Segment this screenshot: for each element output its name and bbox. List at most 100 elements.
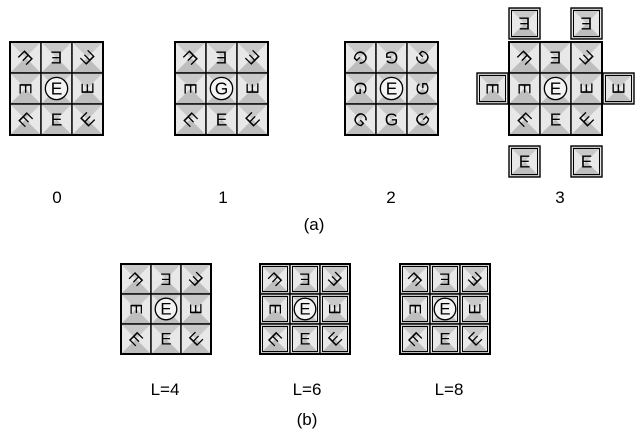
tile-sw: E	[174, 103, 207, 136]
svg-text:G: G	[385, 109, 399, 129]
tile-nw: E	[120, 263, 152, 295]
svg-text:G: G	[351, 82, 371, 96]
tile-ne: E	[570, 41, 603, 74]
svg-text:E: E	[160, 269, 171, 288]
tile-nw: E	[259, 263, 291, 295]
label-L6: L=6	[292, 380, 322, 399]
tile-e: E	[570, 72, 603, 105]
svg-text:E: E	[187, 303, 206, 314]
svg-text:E: E	[386, 78, 398, 98]
svg-text:E: E	[439, 300, 450, 319]
label-2: 2	[386, 188, 396, 207]
svg-text:E: E	[160, 300, 171, 319]
tile-s: E	[205, 103, 238, 136]
tile-w: E	[399, 293, 431, 325]
tile-s: G	[375, 103, 408, 136]
svg-text:G: G	[215, 78, 229, 98]
label-L8: L=8	[434, 380, 464, 399]
tile-sw: E	[399, 323, 431, 355]
tile-ne: E	[180, 263, 212, 295]
tile-nw: E	[508, 41, 541, 74]
tile-n: E	[150, 263, 182, 295]
tile-nw: G	[344, 41, 377, 74]
svg-text:E: E	[405, 303, 424, 314]
tile-c: E	[289, 293, 321, 325]
caption-b: (b)	[296, 410, 318, 429]
tile-n: E	[539, 41, 572, 74]
tile-se: E	[180, 323, 212, 355]
svg-text:E: E	[51, 109, 63, 129]
ext-bottom-left: E	[508, 145, 541, 178]
svg-text:E: E	[439, 269, 450, 288]
svg-text:E: E	[519, 151, 531, 171]
svg-text:E: E	[160, 330, 171, 349]
svg-text:E: E	[439, 330, 450, 349]
tile-se: E	[319, 323, 351, 355]
tile-w: G	[344, 72, 377, 105]
tile-e: E	[236, 72, 269, 105]
tile-se: E	[236, 103, 269, 136]
caption-a: (a)	[303, 215, 325, 234]
svg-text:E: E	[299, 300, 310, 319]
svg-text:E: E	[576, 83, 596, 95]
svg-text:E: E	[265, 303, 284, 314]
tile-c: G	[205, 72, 238, 105]
tile-se: E	[570, 103, 603, 136]
svg-text:E: E	[550, 78, 562, 98]
ext-top-left: E	[508, 7, 541, 40]
svg-text:G: G	[412, 82, 432, 96]
tile-w: E	[120, 293, 152, 325]
svg-text:E: E	[51, 48, 63, 68]
tile-ne: E	[459, 263, 491, 295]
tile-e: E	[319, 293, 351, 325]
ext-right: E	[602, 72, 635, 105]
tile-se: G	[406, 103, 439, 136]
svg-text:E: E	[326, 303, 345, 314]
svg-text:E: E	[299, 269, 310, 288]
tile-s: E	[150, 323, 182, 355]
tile-n: E	[289, 263, 321, 295]
svg-text:E: E	[181, 83, 201, 95]
ext-bottom-right: E	[570, 145, 603, 178]
tile-sw: E	[120, 323, 152, 355]
svg-text:E: E	[126, 303, 145, 314]
tile-se: E	[459, 323, 491, 355]
tile-n: E	[40, 41, 73, 74]
tile-sw: G	[344, 103, 377, 136]
tile-nw: E	[174, 41, 207, 74]
ext-left: E	[476, 72, 509, 105]
tile-sw: E	[508, 103, 541, 136]
tile-n: G	[375, 41, 408, 74]
tile-n: E	[429, 263, 461, 295]
tile-c: E	[375, 72, 408, 105]
svg-text:E: E	[483, 83, 503, 95]
svg-text:E: E	[299, 330, 310, 349]
tile-c: E	[40, 72, 73, 105]
label-L4: L=4	[150, 380, 180, 399]
ext-top-right: E	[570, 7, 603, 40]
tile-ne: G	[406, 41, 439, 74]
svg-text:E: E	[550, 48, 562, 68]
tile-c: E	[150, 293, 182, 325]
tile-sw: E	[259, 323, 291, 355]
tile-ne: E	[319, 263, 351, 295]
svg-text:E: E	[466, 303, 485, 314]
tile-se: E	[71, 103, 104, 136]
tile-ne: E	[236, 41, 269, 74]
tile-w: E	[508, 72, 541, 105]
svg-text:E: E	[581, 151, 593, 171]
svg-text:E: E	[581, 14, 593, 34]
svg-text:E: E	[216, 48, 228, 68]
svg-text:E: E	[519, 14, 531, 34]
tile-ne: E	[71, 41, 104, 74]
label-0: 0	[52, 188, 62, 207]
svg-text:E: E	[77, 83, 97, 95]
tile-c: E	[429, 293, 461, 325]
tile-sw: E	[9, 103, 42, 136]
svg-text:E: E	[242, 83, 262, 95]
tile-e: E	[71, 72, 104, 105]
tile-e: E	[180, 293, 212, 325]
tile-w: E	[259, 293, 291, 325]
tile-s: E	[40, 103, 73, 136]
